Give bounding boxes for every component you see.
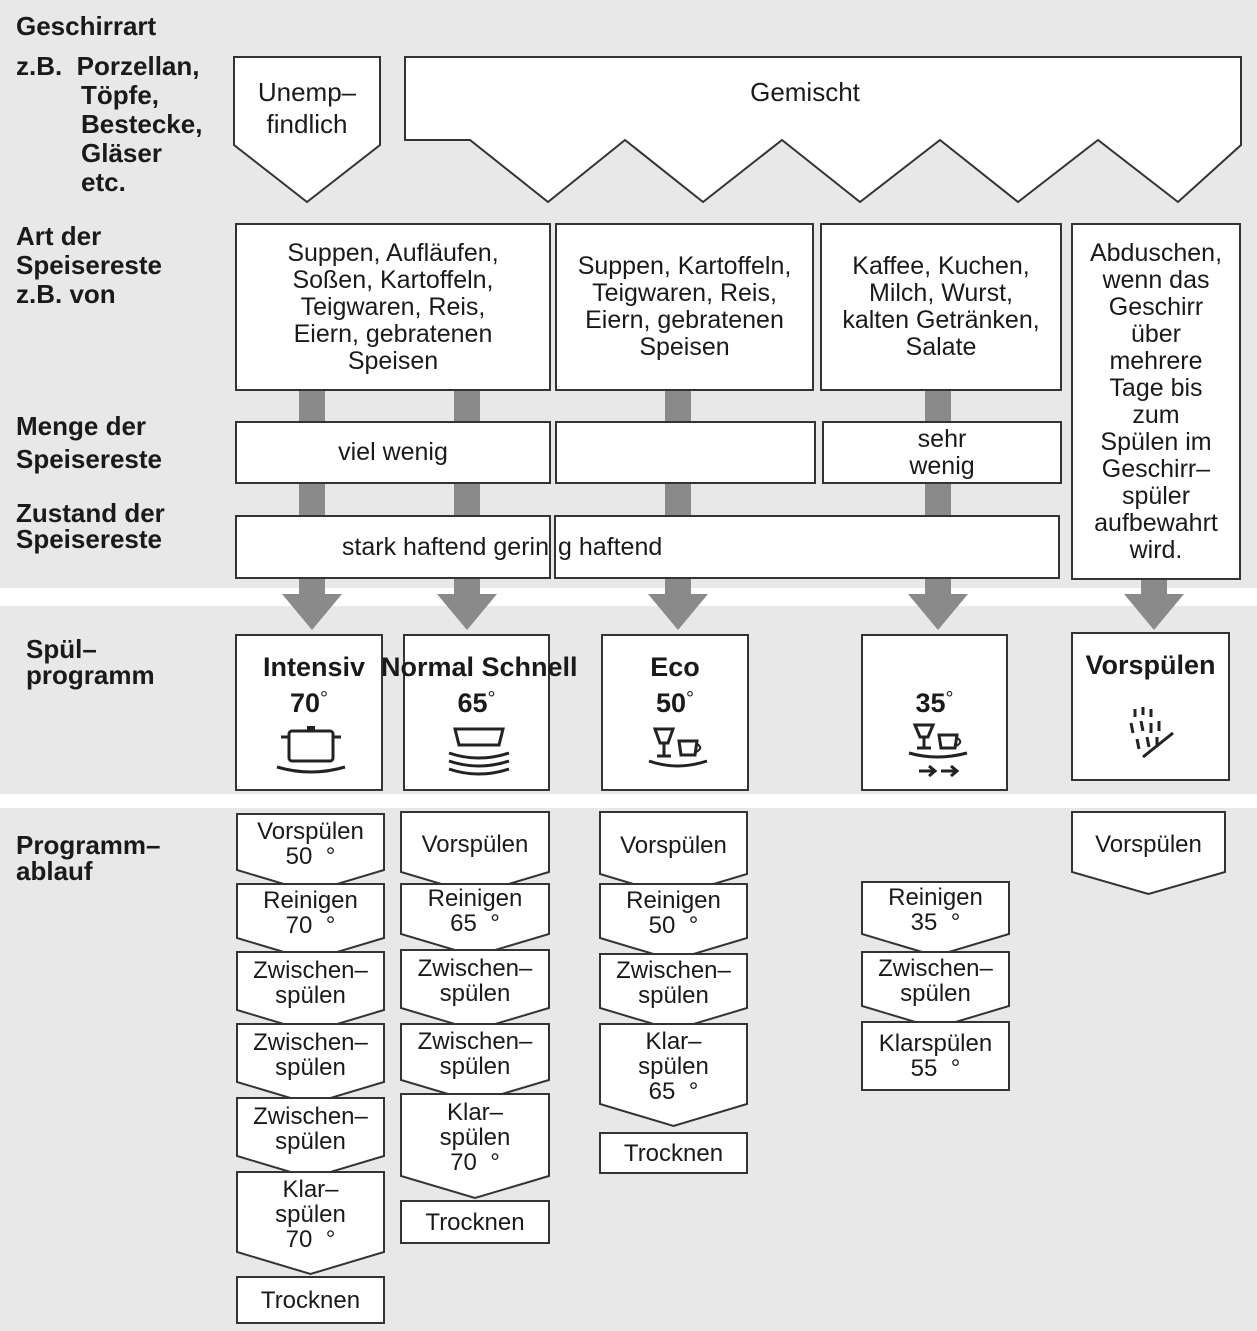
program-normal-schnell: Normal Schnell 65°: [381, 634, 578, 791]
step-label: Trocknen: [260, 1286, 361, 1314]
arrow-down-icon: [437, 594, 497, 630]
menge-box-empty: [555, 421, 816, 484]
step-label: Reinigen 35 °: [888, 884, 983, 936]
step-label: Zwischen– spülen: [616, 957, 731, 1009]
step-label: Reinigen 70 °: [263, 887, 358, 939]
label-beispiel: z.B. Porzellan, Töpfe, Bestecke, Gläser …: [16, 51, 203, 197]
zustand-box-gering: g haftend: [554, 515, 1060, 579]
program-name: Vorspülen: [1085, 650, 1216, 680]
label-zustand: Zustand der Speisereste: [16, 498, 165, 554]
label-geschirrart: Geschirrart: [16, 11, 157, 41]
program-vorspuelen: Vorspülen: [1071, 632, 1230, 781]
header-gemischt: Gemischt: [750, 77, 860, 107]
step-shape: [236, 1276, 385, 1324]
art-box-vorspuelen: Abduschen, wenn das Geschirr über mehrer…: [1071, 223, 1241, 580]
zustand-text-stark: stark haftend gerin: [341, 532, 549, 561]
program-temp: 70: [289, 688, 321, 718]
step-shape: [236, 1097, 385, 1180]
dishes-icon: [448, 727, 510, 776]
program-temp: 35: [915, 688, 946, 718]
step-shape: [599, 1132, 748, 1174]
step-shape: [400, 1200, 550, 1244]
degree-sign: °: [320, 688, 329, 710]
step-shape: [861, 881, 1010, 958]
step-label: Zwischen– spülen: [417, 955, 533, 1007]
step-label: Zwischen– spülen: [253, 957, 368, 1009]
program-arrows: [282, 594, 1184, 630]
art-box-eco: Suppen, Kartoffeln, Teigwaren, Reis, Eie…: [555, 223, 814, 391]
step-shape: [599, 953, 748, 1032]
arrow-down-icon: [648, 594, 708, 630]
header-gemischt-shape: [404, 56, 1242, 204]
label-programmablauf: Programm– ablauf: [16, 830, 161, 886]
step-label: Trocknen: [623, 1139, 724, 1167]
step-shape: [236, 1023, 385, 1106]
program-name: Normal Schnell: [381, 652, 578, 682]
step-shape: [599, 883, 748, 962]
spray-icon: [1129, 707, 1174, 759]
degree-sign: °: [686, 688, 695, 710]
program-temp: 65: [457, 688, 488, 718]
step-label: Reinigen 65 °: [427, 885, 523, 937]
arrow-down-icon: [282, 594, 342, 630]
program-intensiv: Intensiv 70°: [235, 634, 383, 791]
header-shapes: [233, 56, 1242, 204]
step-label: Klarspülen 55 °: [878, 1030, 993, 1082]
degree-sign: °: [487, 688, 496, 710]
step-shape: [400, 883, 550, 958]
step-label: Klar– spülen 70 °: [439, 1098, 511, 1176]
glass-cup-fast-icon: [908, 723, 968, 778]
program-35: 35°: [861, 634, 1008, 791]
step-label: Vorspülen: [620, 831, 727, 859]
label-art-der-speisereste: Art der Speisereste z.B. von: [16, 221, 162, 309]
program-name: Intensiv: [263, 652, 366, 682]
step-label: Klar– spülen 70 °: [275, 1175, 346, 1253]
arrow-down-icon: [1124, 594, 1184, 630]
step-shape: [236, 1171, 385, 1276]
header-unempfindlich-shape: [233, 56, 381, 204]
header-unempfindlich: Unemp– findlich: [257, 77, 357, 139]
connector-bar: [1141, 578, 1167, 596]
step-label: Vorspülen: [421, 830, 529, 858]
art-box-intensiv: Suppen, Aufläufen, Soßen, Kartoffeln, Te…: [235, 223, 551, 391]
label-menge: Menge der Speisereste: [16, 411, 162, 474]
step-label: Zwischen– spülen: [253, 1103, 368, 1155]
step-label: Trocknen: [425, 1208, 525, 1236]
step-label: Zwischen– spülen: [253, 1029, 368, 1081]
zustand-box-stark: stark haftend gerin: [235, 515, 551, 579]
degree-sign: °: [945, 688, 954, 710]
step-label: Zwischen– spülen: [417, 1028, 533, 1080]
menge-box-viel-wenig: viel wenig: [235, 421, 551, 484]
step-shape: [599, 1023, 748, 1128]
zustand-text-gering: g haftend: [558, 532, 663, 561]
step-shape: [400, 1023, 550, 1104]
program-name: Eco: [650, 652, 700, 682]
step-shape: [236, 883, 385, 962]
pot-icon: [276, 726, 346, 774]
step-label: Vorspülen 50 °: [257, 818, 364, 870]
glass-cup-icon: [648, 727, 708, 768]
art-box-35: Kaffee, Kuchen, Milch, Wurst, kalten Get…: [820, 223, 1062, 391]
step-label: Vorspülen: [1095, 830, 1202, 858]
step-shape: [236, 951, 385, 1034]
menge-box-sehr-wenig: sehr wenig: [822, 421, 1062, 484]
program-eco: Eco 50°: [601, 634, 749, 791]
step-label: Klar– spülen 65 °: [638, 1027, 709, 1105]
label-spuelprogramm: Spül– programm: [26, 634, 155, 690]
step-shape: [861, 951, 1010, 1030]
step-label: Zwischen– spülen: [878, 955, 993, 1007]
step-shape: [1071, 811, 1226, 896]
step-label: Reinigen 50 °: [626, 887, 721, 939]
program-temp: 50: [655, 688, 687, 718]
arrow-down-icon: [908, 594, 968, 630]
step-shape: [400, 949, 550, 1032]
step-shape: [400, 1093, 550, 1200]
step-shape: [236, 813, 385, 894]
step-shape: [861, 1021, 1010, 1091]
